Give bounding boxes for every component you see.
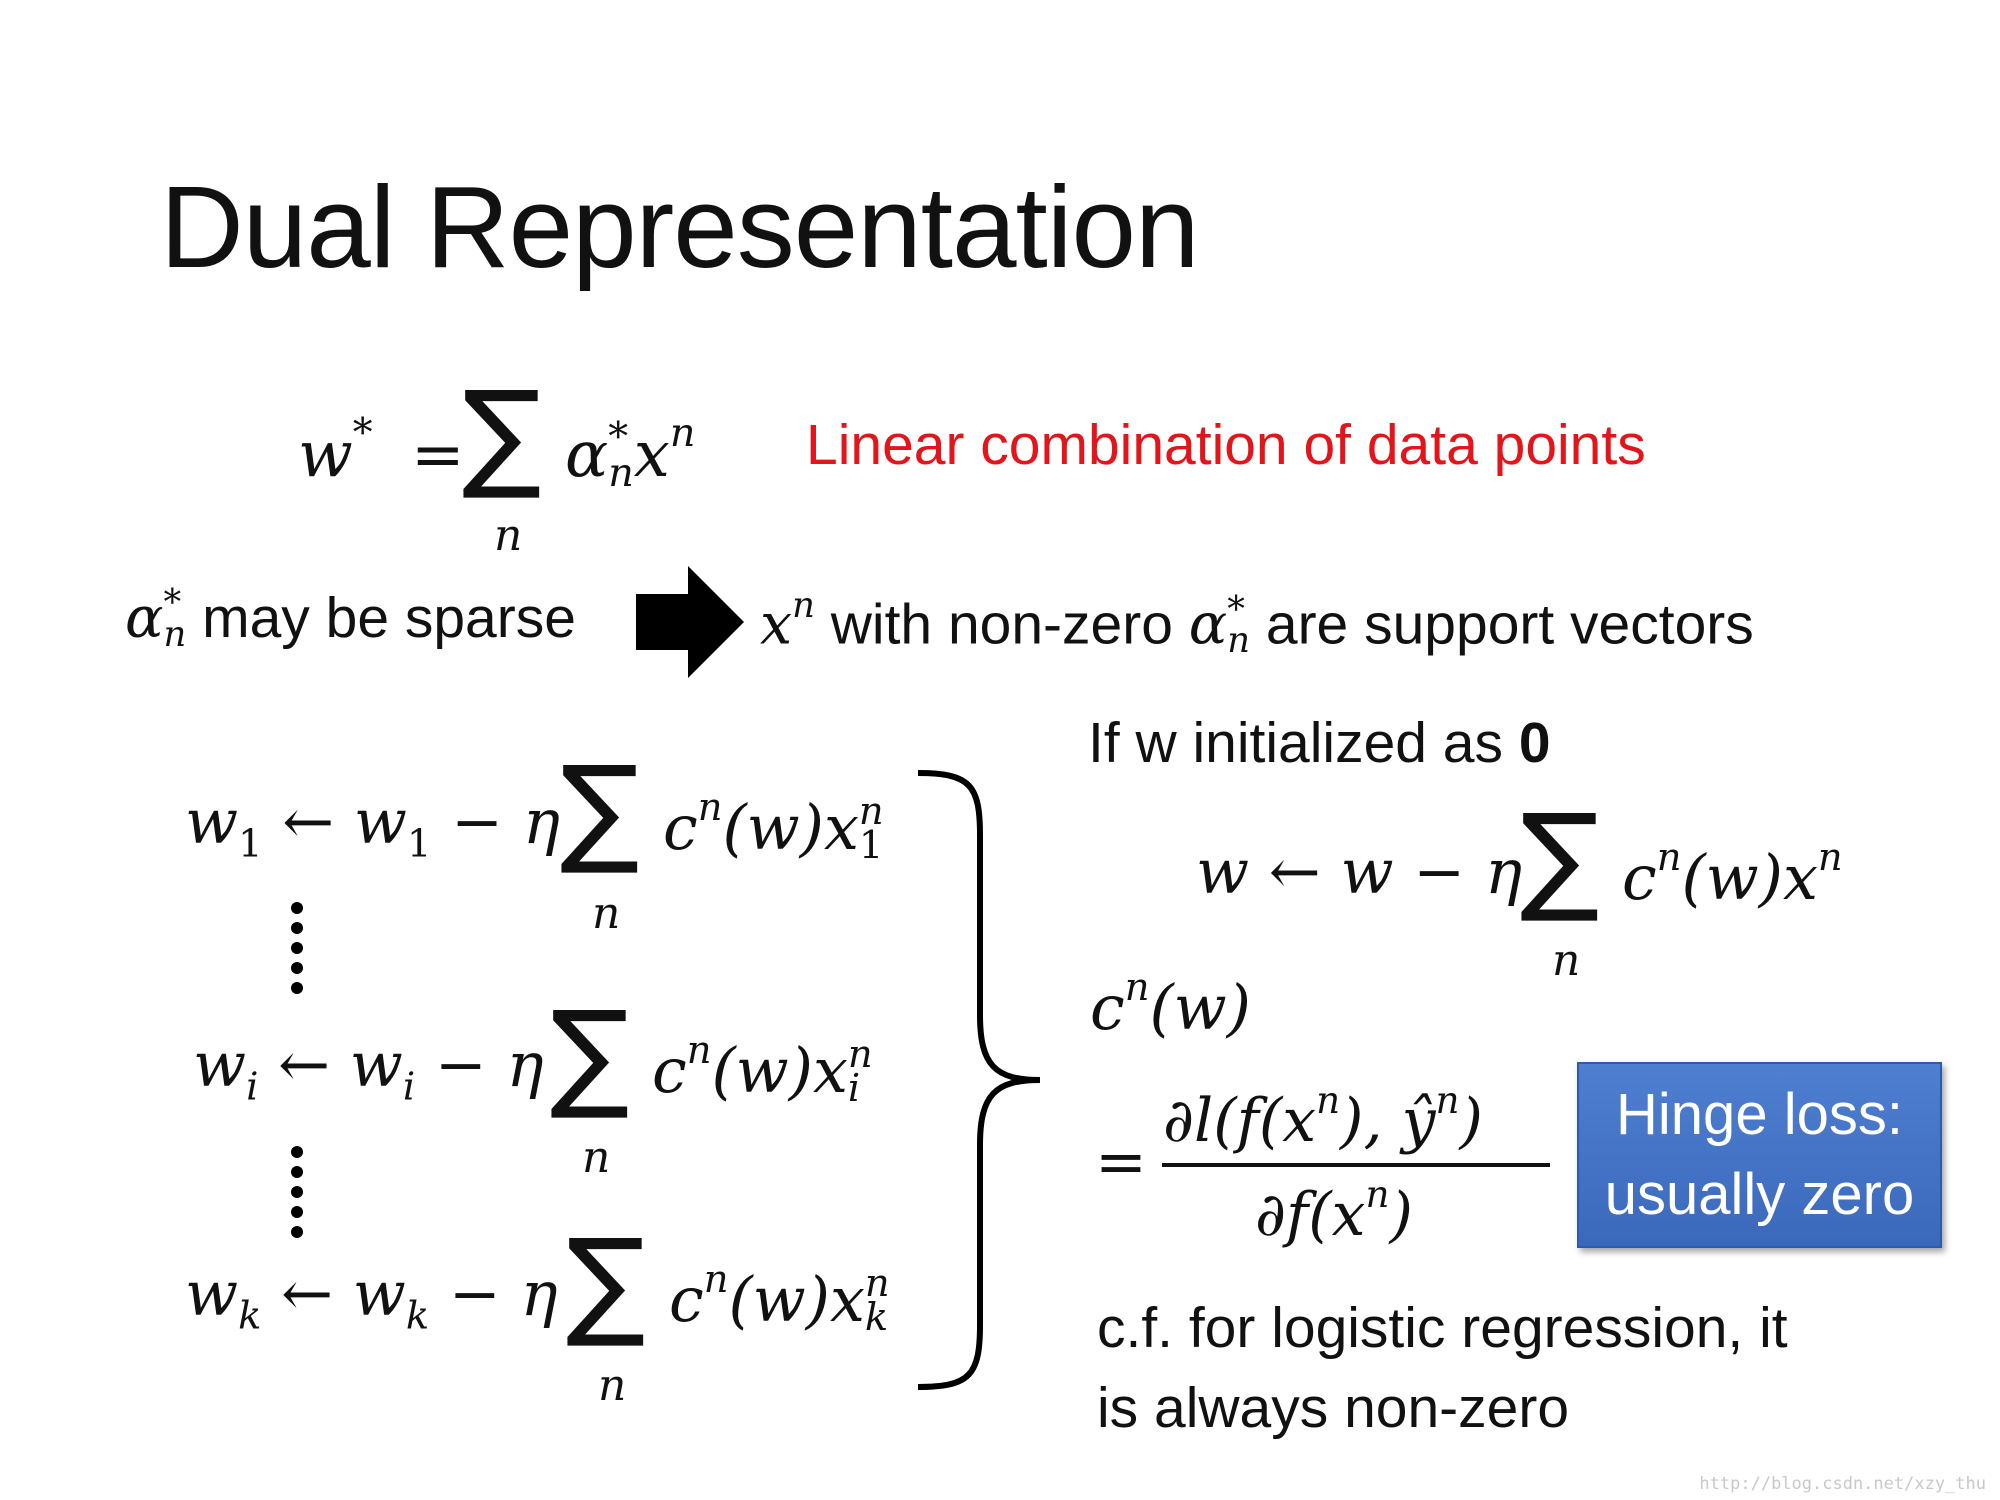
hinge-line-2: usually zero: [1604, 1162, 1915, 1227]
cf-line-1: c.f. for logistic regression, it: [1097, 1296, 1788, 1360]
update-wk-lhs: wk ← wk − η: [185, 1257, 558, 1339]
note-linear-combination: Linear combination of data points: [806, 413, 1646, 477]
vertical-dots-1: [291, 902, 303, 1002]
hinge-line-1: Hinge loss:: [1616, 1082, 1903, 1147]
update-wi-lhs: wi ← wi − η: [193, 1028, 544, 1110]
cn-w-label: cn(w): [1090, 965, 1251, 1044]
sum-index-wi: n: [582, 1132, 611, 1183]
sum-symbol-wi: ∑: [550, 985, 630, 1123]
fraction-bar: [1162, 1163, 1550, 1167]
fraction-denominator: ∂f(xn): [1255, 1172, 1413, 1250]
cf-line-2: is always non-zero: [1097, 1376, 1570, 1440]
sum-index-main: n: [494, 510, 523, 561]
equals-sign: =: [1095, 1125, 1147, 1198]
slide-title: Dual Representation: [160, 162, 1200, 292]
vertical-dots-2: [291, 1146, 303, 1246]
update-w-lhs: w ← w − η: [1196, 835, 1523, 908]
update-w-rhs: cn(w)xn: [1622, 835, 1843, 914]
init-statement: If w initialized as 0: [1088, 711, 1551, 775]
right-brace-icon: [917, 770, 1040, 1390]
hinge-loss-callout: Hinge loss: usually zero: [1577, 1062, 1942, 1248]
sum-index-wk: n: [598, 1360, 627, 1411]
sum-symbol-w: ∑: [1520, 788, 1600, 926]
update-w1-lhs: w1 ← w1 − η: [185, 785, 560, 867]
sum-index-w1: n: [592, 888, 621, 939]
sum-symbol-main: ∑: [462, 365, 542, 503]
equation-w-star: w* =: [298, 410, 465, 492]
sparse-left: α*n may be sparse: [125, 582, 576, 655]
fraction-numerator: ∂l(f(xn), ŷn): [1163, 1078, 1483, 1156]
sum-symbol-wk: ∑: [566, 1213, 646, 1351]
watermark: http://blog.csdn.net/xzy_thu: [1699, 1474, 1986, 1494]
sum-symbol-w1: ∑: [560, 740, 640, 878]
implies-arrow-icon: [636, 566, 744, 678]
sum-index-w: n: [1552, 935, 1581, 986]
sparse-right: xn with non-zero α*n are support vectors: [760, 585, 1754, 662]
